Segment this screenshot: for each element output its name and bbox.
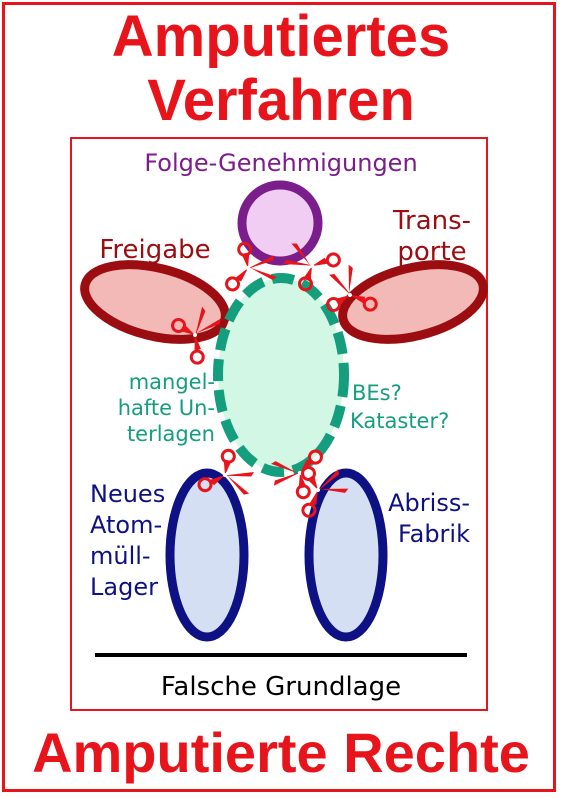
label-torso-left-3: terlagen — [127, 422, 215, 446]
label-head: Folge-Genehmigungen — [144, 149, 417, 177]
label-left-leg-1: Neues — [90, 480, 165, 508]
label-ground: Falsche Grundlage — [161, 672, 401, 702]
torso — [213, 273, 349, 477]
title-line-1: Amputiertes — [111, 4, 451, 69]
label-torso-right-2: Kataster? — [350, 409, 449, 433]
left-leg — [165, 468, 249, 642]
right-arm — [338, 260, 488, 344]
outer-frame — [2, 2, 556, 792]
label-left-leg-3: müll- — [90, 542, 151, 570]
right-leg — [304, 468, 388, 642]
label-right-arm-1: Trans- — [392, 206, 471, 236]
bottom-title: Amputierte Rechte — [32, 721, 530, 784]
label-left-leg-4: Lager — [90, 573, 158, 601]
label-torso-right-1: BEs? — [352, 381, 402, 405]
label-torso-left-2: hafte Un- — [118, 396, 215, 420]
left-arm — [80, 260, 230, 344]
label-left-arm: Freigabe — [99, 235, 210, 265]
label-right-leg-1: Abriss- — [388, 489, 470, 517]
label-torso-left-1: mangel- — [129, 370, 215, 394]
diagram-frame — [70, 137, 488, 711]
title-line-2: Verfahren — [147, 68, 415, 133]
head — [237, 180, 323, 266]
label-left-leg-2: Atom- — [90, 511, 162, 539]
label-right-arm-2: porte — [397, 237, 466, 267]
label-right-leg-2: Fabrik — [398, 520, 470, 548]
